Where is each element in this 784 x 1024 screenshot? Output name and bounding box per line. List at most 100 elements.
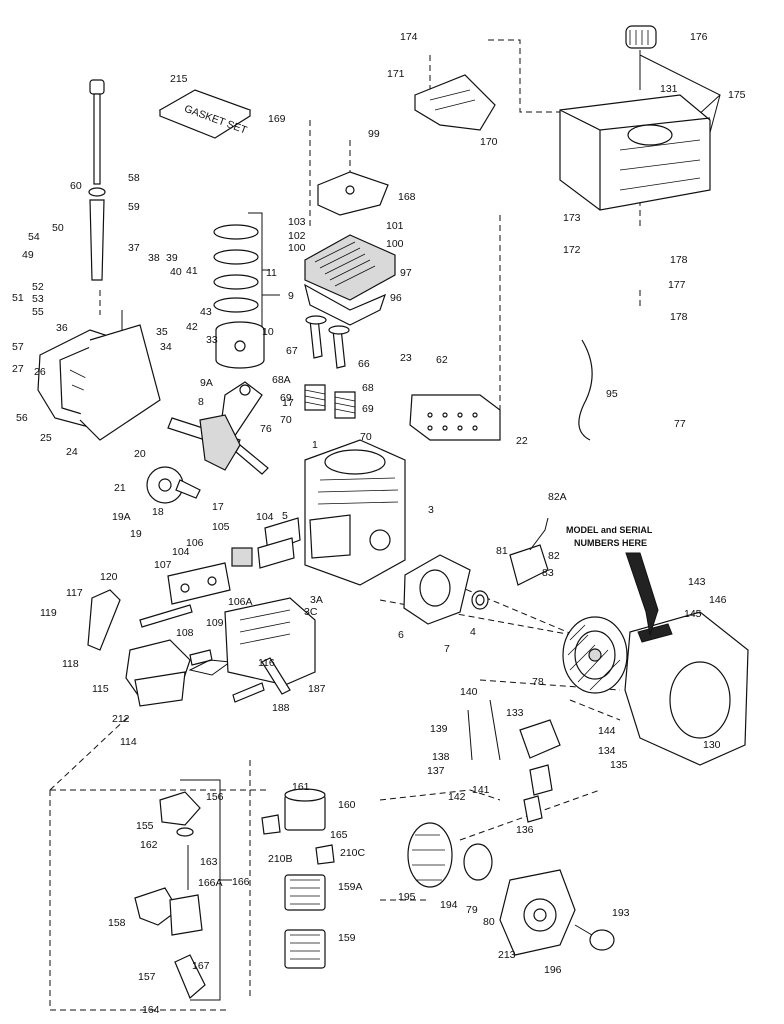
callout-label: 69	[362, 403, 374, 415]
air-filter	[261, 788, 335, 969]
callout-label: 51	[12, 292, 24, 304]
callout-label: 9A	[200, 377, 213, 389]
callout-label: 161	[292, 781, 310, 793]
valve-cover	[414, 74, 496, 131]
callout-label: 106	[186, 537, 204, 549]
callout-label: 17	[212, 501, 224, 513]
callout-label: 40	[170, 266, 182, 278]
callout-label: 159A	[338, 881, 363, 893]
callout-label: 23	[400, 352, 412, 364]
callout-label: 82A	[548, 491, 567, 503]
callout-label: 4	[470, 626, 476, 638]
callout-label: 3A	[310, 594, 323, 606]
callout-label: 35	[156, 326, 168, 338]
muffler	[224, 597, 316, 695]
callout-label: 119	[40, 607, 57, 619]
callout-label: 177	[668, 279, 686, 291]
blower-housing	[624, 611, 749, 766]
callout-label: 174	[400, 31, 418, 43]
callout-label: 39	[166, 252, 178, 264]
callout-label: 173	[563, 212, 581, 224]
callout-label: 99	[368, 128, 380, 140]
callout-label: 143	[688, 576, 706, 588]
rewind-starter	[499, 869, 576, 956]
callout-label: 18	[152, 506, 164, 518]
callout-label: 33	[206, 334, 218, 346]
callout-label: 81	[496, 545, 508, 557]
callout-label: 142	[448, 791, 466, 803]
flywheel	[562, 616, 628, 694]
callout-label: 195	[398, 891, 416, 903]
callout-label: 104	[256, 511, 274, 523]
callout-label: 130	[703, 739, 721, 751]
callout-label: 159	[338, 932, 356, 944]
callout-label: 25	[40, 432, 52, 444]
carburetor	[125, 639, 213, 707]
callout-label: 43	[200, 306, 212, 318]
breather	[231, 517, 301, 569]
callout-label: 188	[272, 702, 290, 714]
callout-label: 172	[563, 244, 581, 256]
callout-labels: 174 176 171 131 175 215 169 99 170 58 16…	[12, 31, 746, 1016]
fuel-tank	[559, 94, 711, 211]
callout-label: 178	[670, 254, 688, 266]
callout-label: 106A	[228, 596, 253, 608]
model-serial-notice: MODEL and SERIAL NUMBERS HERE	[566, 525, 659, 636]
starter-cup	[407, 822, 493, 888]
callout-label: 68	[362, 382, 374, 394]
callout-label: 3	[428, 504, 434, 516]
gasket-set-box: GASKET SET	[158, 89, 252, 139]
muffler-bolt	[232, 682, 265, 703]
head-plate	[317, 171, 389, 216]
valve-springs	[304, 384, 356, 419]
callout-label: 79	[466, 904, 478, 916]
callout-label: 49	[22, 249, 34, 261]
callout-label: 169	[268, 113, 286, 125]
callout-label: 83	[542, 567, 554, 579]
callout-label: 210B	[268, 853, 293, 865]
callout-label: 58	[128, 172, 140, 184]
callout-label: 20	[134, 448, 146, 460]
callout-label: 6	[398, 629, 404, 641]
intake-plate	[167, 562, 231, 605]
fuel-pipe	[87, 589, 121, 651]
callout-label: 37	[128, 242, 140, 254]
callout-label: 95	[606, 388, 618, 400]
callout-label: 5	[282, 510, 288, 522]
callout-label: 120	[100, 571, 118, 583]
callout-label: 117	[66, 587, 83, 599]
seal	[471, 590, 489, 610]
callout-label: 178	[670, 311, 688, 323]
callout-label: 21	[114, 482, 126, 494]
cover-gasket	[79, 324, 161, 441]
callout-label: 176	[690, 31, 708, 43]
callout-label: 24	[66, 446, 78, 458]
callout-label: 104	[172, 546, 190, 558]
callout-label: 166	[232, 876, 250, 888]
heat-shield	[409, 394, 501, 441]
fuel-line	[578, 339, 593, 441]
callout-label: 166A	[198, 877, 223, 889]
callout-label: 194	[440, 899, 458, 911]
callout-label: 141	[472, 784, 490, 796]
callout-label: 114	[120, 736, 137, 748]
starter-handle	[574, 924, 615, 951]
callout-label: 109	[206, 617, 224, 629]
callout-label: 146	[709, 594, 727, 606]
dipstick-tube	[88, 79, 106, 281]
notice-line-2: NUMBERS HERE	[574, 538, 647, 548]
callout-label: 210C	[340, 847, 366, 859]
callout-label: 67	[286, 345, 298, 357]
callout-label: 100	[288, 242, 306, 254]
piston-rings	[213, 224, 259, 313]
callout-label: 135	[610, 759, 628, 771]
callout-label: 69	[280, 392, 292, 404]
callout-label: 77	[674, 418, 686, 430]
ignition-coil	[509, 517, 549, 586]
callout-label: 56	[16, 412, 28, 424]
callout-label: 19	[130, 528, 142, 540]
callout-label: 60	[70, 180, 82, 192]
callout-label: 139	[430, 723, 448, 735]
callout-label: 50	[52, 222, 64, 234]
